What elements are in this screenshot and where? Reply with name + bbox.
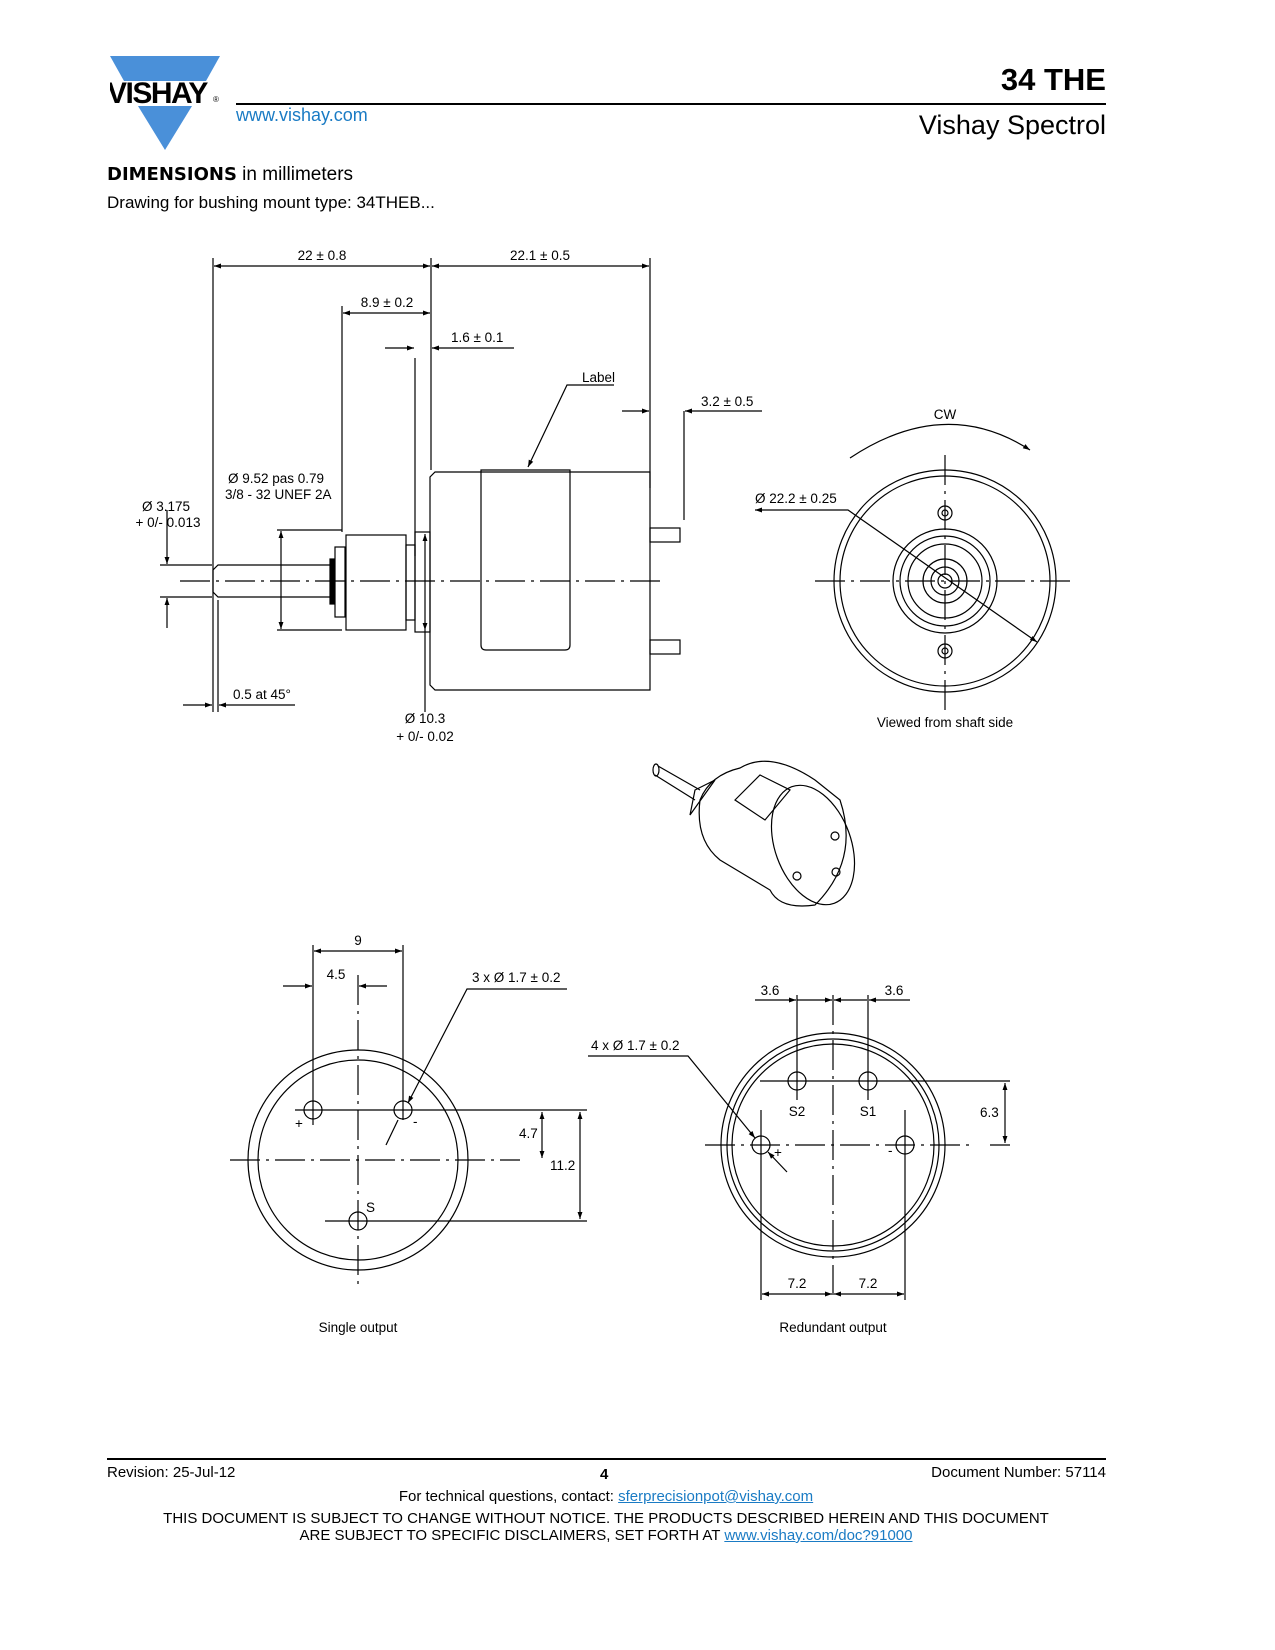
dim-4-7: 4.7 [519,1126,538,1141]
redundant-output-view [588,995,1010,1300]
flange-diameter-2: + 0/- 0.02 [396,729,453,744]
document-number: Document Number: 57114 [931,1464,1106,1481]
document-title: 34 THE [1000,62,1106,97]
minus-terminal-label: - [413,1114,418,1129]
footer-rule [107,1458,1106,1460]
dim-6-3: 6.3 [980,1105,999,1120]
dimension-drawing: 22 ± 0.8 22.1 ± 0.5 8.9 ± 0.2 1.6 ± 0.1 … [136,248,1075,1335]
dim-7-2-left: 7.2 [788,1276,807,1291]
section-title-bold: DIMENSIONS [107,164,237,185]
disclaimer-link[interactable]: www.vishay.com/doc?91000 [724,1527,913,1544]
dim-terminal-length: 3.2 ± 0.5 [701,394,753,409]
dim-overall-front: 22 ± 0.8 [298,248,347,263]
shaft-diameter-2: + 0/- 0.013 [136,515,201,530]
svg-text:®: ® [213,95,219,104]
plus-terminal-label: + [295,1116,303,1131]
svg-text:VISHAY: VISHAY [110,77,208,110]
section-title-rest: in millimeters [236,164,354,185]
s-terminal-label: S [366,1200,375,1215]
single-holes-callout: 3 x Ø 1.7 ± 0.2 [472,970,560,985]
plus-terminal-label: + [774,1145,782,1160]
document-subtitle: Vishay Spectrol [918,110,1106,140]
contact-email-link[interactable]: sferprecisionpot@vishay.com [618,1488,814,1505]
revision: Revision: 25-Jul-12 [107,1464,236,1481]
section-title: DIMENSIONS in millimeters [107,164,353,186]
isometric-sketch [652,760,856,907]
vishay-logo: VISHAY ® [110,56,220,150]
dim-7-2-right: 7.2 [859,1276,878,1291]
front-view-caption: Viewed from shaft side [877,715,1013,730]
disclaimer-line-2: ARE SUBJECT TO SPECIFIC DISCLAIMERS, SET… [0,1527,1212,1544]
dim-11-2: 11.2 [550,1158,575,1173]
s1-terminal-label: S1 [860,1104,877,1119]
redundant-output-caption: Redundant output [779,1320,887,1335]
body-diameter: Ø 22.2 ± 0.25 [755,491,837,506]
dim-9: 9 [354,933,362,948]
disclaimer: THIS DOCUMENT IS SUBJECT TO CHANGE WITHO… [0,1510,1212,1544]
dim-3-6-left: 3.6 [761,983,780,998]
contact-line: For technical questions, contact: sferpr… [0,1488,1212,1505]
thread-spec-1: Ø 9.52 pas 0.79 [228,471,324,486]
chamfer-note: 0.5 at 45° [233,687,291,702]
minus-terminal-label: - [888,1143,893,1158]
thread-spec-2: 3/8 - 32 UNEF 2A [225,487,332,502]
flange-diameter-1: Ø 10.3 [405,711,446,726]
contact-prefix: For technical questions, contact: [398,1488,619,1505]
vishay-website-link[interactable]: www.vishay.com [236,105,368,125]
disclaimer-text: ARE SUBJECT TO SPECIFIC DISCLAIMERS, SET… [299,1527,725,1544]
single-output-caption: Single output [319,1320,398,1335]
dim-4-5: 4.5 [327,967,346,982]
disclaimer-line-1: THIS DOCUMENT IS SUBJECT TO CHANGE WITHO… [163,1510,1049,1527]
redundant-holes-callout: 4 x Ø 1.7 ± 0.2 [591,1038,679,1053]
label-callout: Label [582,370,615,385]
single-output-view [230,945,587,1285]
dim-3-6-right: 3.6 [885,983,904,998]
s2-terminal-label: S2 [789,1104,806,1119]
front-view [755,423,1075,710]
header-rule [236,103,1106,105]
side-view [160,258,762,712]
dim-flange-thickness: 1.6 ± 0.1 [451,330,503,345]
dim-bushing-length: 8.9 ± 0.2 [361,295,413,310]
shaft-diameter-1: Ø 3.175 [142,499,190,514]
cw-label: CW [934,407,957,422]
dim-body-length: 22.1 ± 0.5 [510,248,570,263]
page-number: 4 [600,1466,609,1483]
section-description: Drawing for bushing mount type: 34THEB..… [107,193,435,212]
